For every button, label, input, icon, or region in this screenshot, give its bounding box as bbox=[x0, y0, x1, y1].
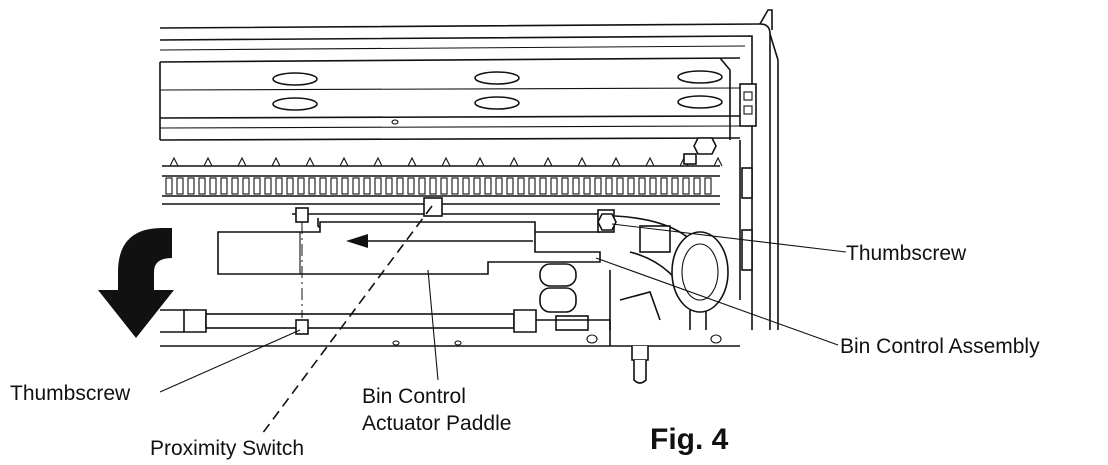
comb-tooth bbox=[209, 177, 217, 195]
comb-tooth bbox=[176, 177, 184, 195]
comb-tooth bbox=[363, 177, 371, 195]
comb-clip bbox=[339, 156, 349, 167]
comb-tooth bbox=[297, 177, 305, 195]
comb-clip bbox=[237, 156, 247, 167]
comb-tooth bbox=[484, 177, 492, 195]
comb-tooth bbox=[264, 177, 272, 195]
comb-tooth bbox=[594, 177, 602, 195]
comb-tooth bbox=[561, 177, 569, 195]
comb-tooth bbox=[198, 177, 206, 195]
pump-motor bbox=[609, 215, 729, 330]
comb-tooth bbox=[616, 177, 624, 195]
comb-clip bbox=[441, 156, 451, 167]
comb-tooth bbox=[649, 177, 657, 195]
comb-clip bbox=[203, 156, 213, 167]
comb-tooth bbox=[671, 177, 679, 195]
comb-tooth bbox=[231, 177, 239, 195]
cylinders bbox=[539, 263, 589, 331]
comb-tooth bbox=[341, 177, 349, 195]
comb-clip bbox=[645, 156, 655, 167]
hex-fitting bbox=[683, 137, 717, 165]
comb-tooth bbox=[451, 177, 459, 195]
comb-tooth bbox=[462, 177, 470, 195]
comb-tooth bbox=[605, 177, 613, 195]
callout-thumbscrew-left: Thumbscrew bbox=[10, 382, 131, 405]
comb-clip bbox=[543, 156, 553, 167]
comb-tooth bbox=[319, 177, 327, 195]
comb-tooth bbox=[506, 177, 514, 195]
evaporator-comb bbox=[162, 156, 723, 205]
comb-tooth bbox=[429, 177, 437, 195]
comb-tooth bbox=[407, 177, 415, 195]
comb-tooth bbox=[638, 177, 646, 195]
tray-ovals bbox=[272, 70, 723, 125]
comb-clip bbox=[577, 156, 587, 167]
comb-tooth bbox=[308, 177, 316, 195]
comb-tooth bbox=[682, 177, 690, 195]
comb-tooth bbox=[374, 177, 382, 195]
comb-tooth bbox=[440, 177, 448, 195]
callout-proximity-switch: Proximity Switch bbox=[150, 437, 304, 460]
callout-paddle-line1: Bin Control bbox=[362, 385, 466, 408]
comb-clip bbox=[509, 156, 519, 167]
comb-clip bbox=[305, 156, 315, 167]
comb-tooth bbox=[550, 177, 558, 195]
comb-tooth bbox=[704, 177, 712, 195]
comb-tooth bbox=[528, 177, 536, 195]
bin-control-assembly bbox=[217, 197, 617, 275]
removal-direction-arrow bbox=[98, 228, 174, 338]
right-side-panel bbox=[739, 9, 779, 330]
comb-clip bbox=[713, 156, 723, 167]
comb-tooth bbox=[187, 177, 195, 195]
comb-tooth bbox=[253, 177, 261, 195]
comb-tooth bbox=[572, 177, 580, 195]
comb-tooth bbox=[165, 177, 173, 195]
comb-tooth bbox=[396, 177, 404, 195]
upper-tray bbox=[159, 23, 771, 330]
comb-tooth bbox=[583, 177, 591, 195]
comb-tooth bbox=[286, 177, 294, 195]
bottom-rail bbox=[160, 309, 740, 384]
comb-tooth bbox=[220, 177, 228, 195]
comb-tooth bbox=[517, 177, 525, 195]
comb-tooth bbox=[495, 177, 503, 195]
comb-clip bbox=[373, 156, 383, 167]
comb-tooth bbox=[242, 177, 250, 195]
callout-paddle-line2: Actuator Paddle bbox=[362, 412, 511, 435]
comb-tooth bbox=[539, 177, 547, 195]
comb-clip bbox=[611, 156, 621, 167]
comb-clip bbox=[475, 156, 485, 167]
comb-clip bbox=[271, 156, 281, 167]
comb-tooth bbox=[352, 177, 360, 195]
figure-caption: Fig. 4 bbox=[650, 423, 729, 456]
slide-direction-arrow bbox=[346, 234, 533, 248]
comb-tooth bbox=[330, 177, 338, 195]
comb-tooth bbox=[627, 177, 635, 195]
comb-clip bbox=[169, 156, 179, 167]
comb-clip bbox=[407, 156, 417, 167]
callout-thumbscrew-right: Thumbscrew bbox=[846, 242, 967, 265]
comb-tooth bbox=[385, 177, 393, 195]
leader-lines bbox=[159, 205, 847, 435]
comb-tooth bbox=[693, 177, 701, 195]
comb-tooth bbox=[660, 177, 668, 195]
callout-bin-control-assembly: Bin Control Assembly bbox=[840, 335, 1040, 358]
comb-tooth bbox=[473, 177, 481, 195]
comb-tooth bbox=[275, 177, 283, 195]
comb-tooth bbox=[418, 177, 426, 195]
